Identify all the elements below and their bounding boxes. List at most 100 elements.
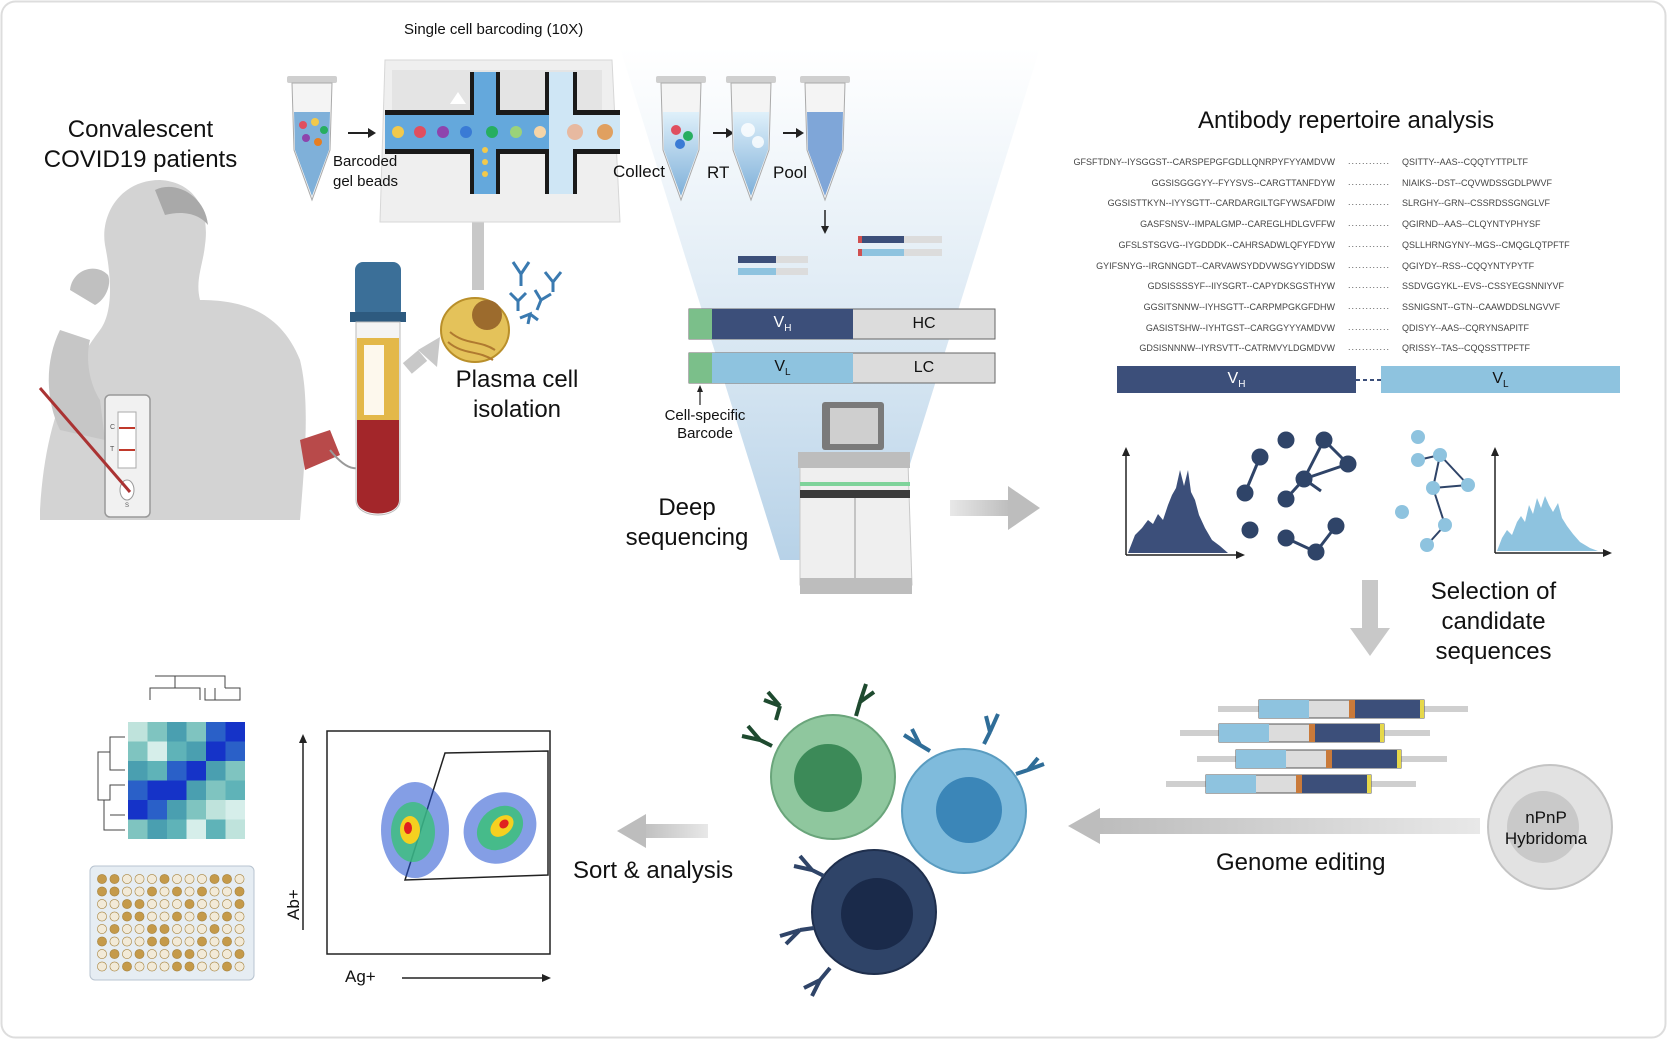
plate-well [134, 874, 145, 884]
plate-well [147, 911, 157, 922]
plate-well [197, 911, 207, 922]
sequence-pair-dots: ............ [1348, 197, 1391, 208]
plate-well [134, 911, 145, 922]
cell-blue [901, 713, 1045, 874]
plate-well [122, 949, 132, 959]
heatmap-cell [186, 800, 206, 820]
heatmap-cell [186, 819, 206, 839]
plate-well [209, 874, 220, 884]
plate-well [184, 874, 195, 884]
light-sequence: NIAIKS--DST--CQVWDSSGDLPWVF [1402, 177, 1553, 188]
patients-label: Convalescent COVID19 patients [43, 116, 238, 173]
plate-well [109, 899, 120, 909]
plate-well [159, 936, 170, 947]
repertoire-title: Antibody repertoire analysis [1198, 107, 1495, 134]
rt-tube [726, 76, 776, 202]
repertoire-vl-label: VL [1492, 370, 1509, 391]
well-plate [89, 865, 255, 981]
ab-axis-label: Ab+ [284, 889, 303, 920]
plate-well [147, 874, 157, 884]
plate-well [159, 961, 170, 972]
plate-well [172, 899, 182, 909]
plate-well [172, 874, 182, 884]
plate-well [147, 924, 157, 934]
network-dark [1236, 431, 1357, 561]
plate-well [134, 936, 145, 947]
plate-well [184, 949, 195, 959]
plate-well [134, 924, 145, 934]
light-sequence: QSITTY--AAS--CQQTYTTPLTF [1402, 157, 1529, 167]
heatmap-cell [206, 819, 226, 839]
test-strip-s: S [125, 503, 130, 509]
cell-green [741, 683, 896, 840]
heatmap-cell [186, 741, 206, 761]
plate-well [234, 899, 245, 909]
plate-well [122, 936, 132, 947]
plate-well [184, 899, 195, 909]
plate-well [234, 924, 245, 934]
sequencing-cone [620, 48, 1040, 560]
heavy-sequence: GDSISNNNW--IYRSVTT--CATRMVYLDGMDVW [1139, 343, 1335, 354]
edited-constructs [1166, 699, 1468, 794]
plate-well [222, 949, 232, 959]
sequence-pair-dots: ............ [1348, 342, 1391, 353]
facs-plot [299, 730, 551, 982]
light-sequence: QGIYDY--RSS--CQQYNTYPYTF [1402, 260, 1535, 271]
plate-well [122, 961, 132, 972]
heatmap-cell [128, 819, 148, 839]
plate-well [209, 886, 220, 897]
plate-well [147, 936, 157, 947]
heatmap-cell [225, 722, 245, 742]
test-strip-t: T [110, 446, 115, 453]
ag-axis-label: Ag+ [345, 967, 376, 986]
collect-label: Collect [613, 162, 665, 181]
cell-navy [779, 849, 937, 997]
heatmap-cell [147, 819, 167, 839]
plate-well [159, 874, 170, 884]
plasma-label: Plasma cell isolation [455, 366, 579, 423]
plate-well [197, 899, 207, 909]
barcoding-title: Single cell barcoding (10X) [404, 21, 584, 38]
sequence-pair-dots: ............ [1348, 176, 1391, 187]
repertoire-vh-label: VH [1227, 370, 1246, 391]
light-sequence: SSNIGSNT--GTN--CAAWDDSLNGVVF [1402, 301, 1561, 312]
sort-label: Sort & analysis [573, 857, 734, 884]
plate-well [222, 874, 232, 884]
plate-well [222, 899, 232, 909]
heatmap-cell [225, 761, 245, 781]
plate-well [197, 886, 207, 897]
sequence-pair-dots: ............ [1348, 218, 1391, 229]
plate-well [222, 961, 232, 972]
heatmap-cell [128, 761, 148, 781]
sequence-pair-dots: ............ [1348, 156, 1391, 166]
plate-well [159, 886, 170, 897]
heatmap-cell [225, 741, 245, 761]
plate-well [172, 911, 182, 922]
pool-tube [800, 76, 850, 202]
plate-well [222, 924, 232, 934]
plate-well [109, 936, 120, 947]
plate-well [197, 936, 207, 947]
light-sequence: QDISYY--AAS--CQRYNSAPITF [1402, 322, 1530, 333]
plate-well [134, 949, 145, 959]
sequence-pair-dots: ............ [1348, 238, 1391, 249]
sequence-pair-dots: ............ [1348, 259, 1391, 270]
plate-well [122, 911, 132, 922]
heatmap-cell [147, 780, 167, 800]
heatmap-cell [225, 780, 245, 800]
plate-well [147, 899, 157, 909]
heatmap-cell [128, 780, 148, 800]
plasma-cell-illustration [440, 261, 563, 363]
plate-well [172, 936, 182, 947]
heatmap-cell [206, 761, 226, 781]
heatmap [97, 675, 245, 839]
heavy-sequence: GASFSNSV--IMPALGMP--CAREGLHDLGVFFW [1140, 219, 1335, 230]
hc-label: HC [912, 315, 936, 332]
heatmap-cell [206, 722, 226, 742]
plate-well [97, 936, 107, 947]
plate-well [172, 949, 182, 959]
sequencer-illustration [798, 402, 913, 594]
sequence-pair-dots: ............ [1348, 321, 1391, 332]
collect-tube [656, 76, 706, 202]
heatmap-cell [147, 800, 167, 820]
